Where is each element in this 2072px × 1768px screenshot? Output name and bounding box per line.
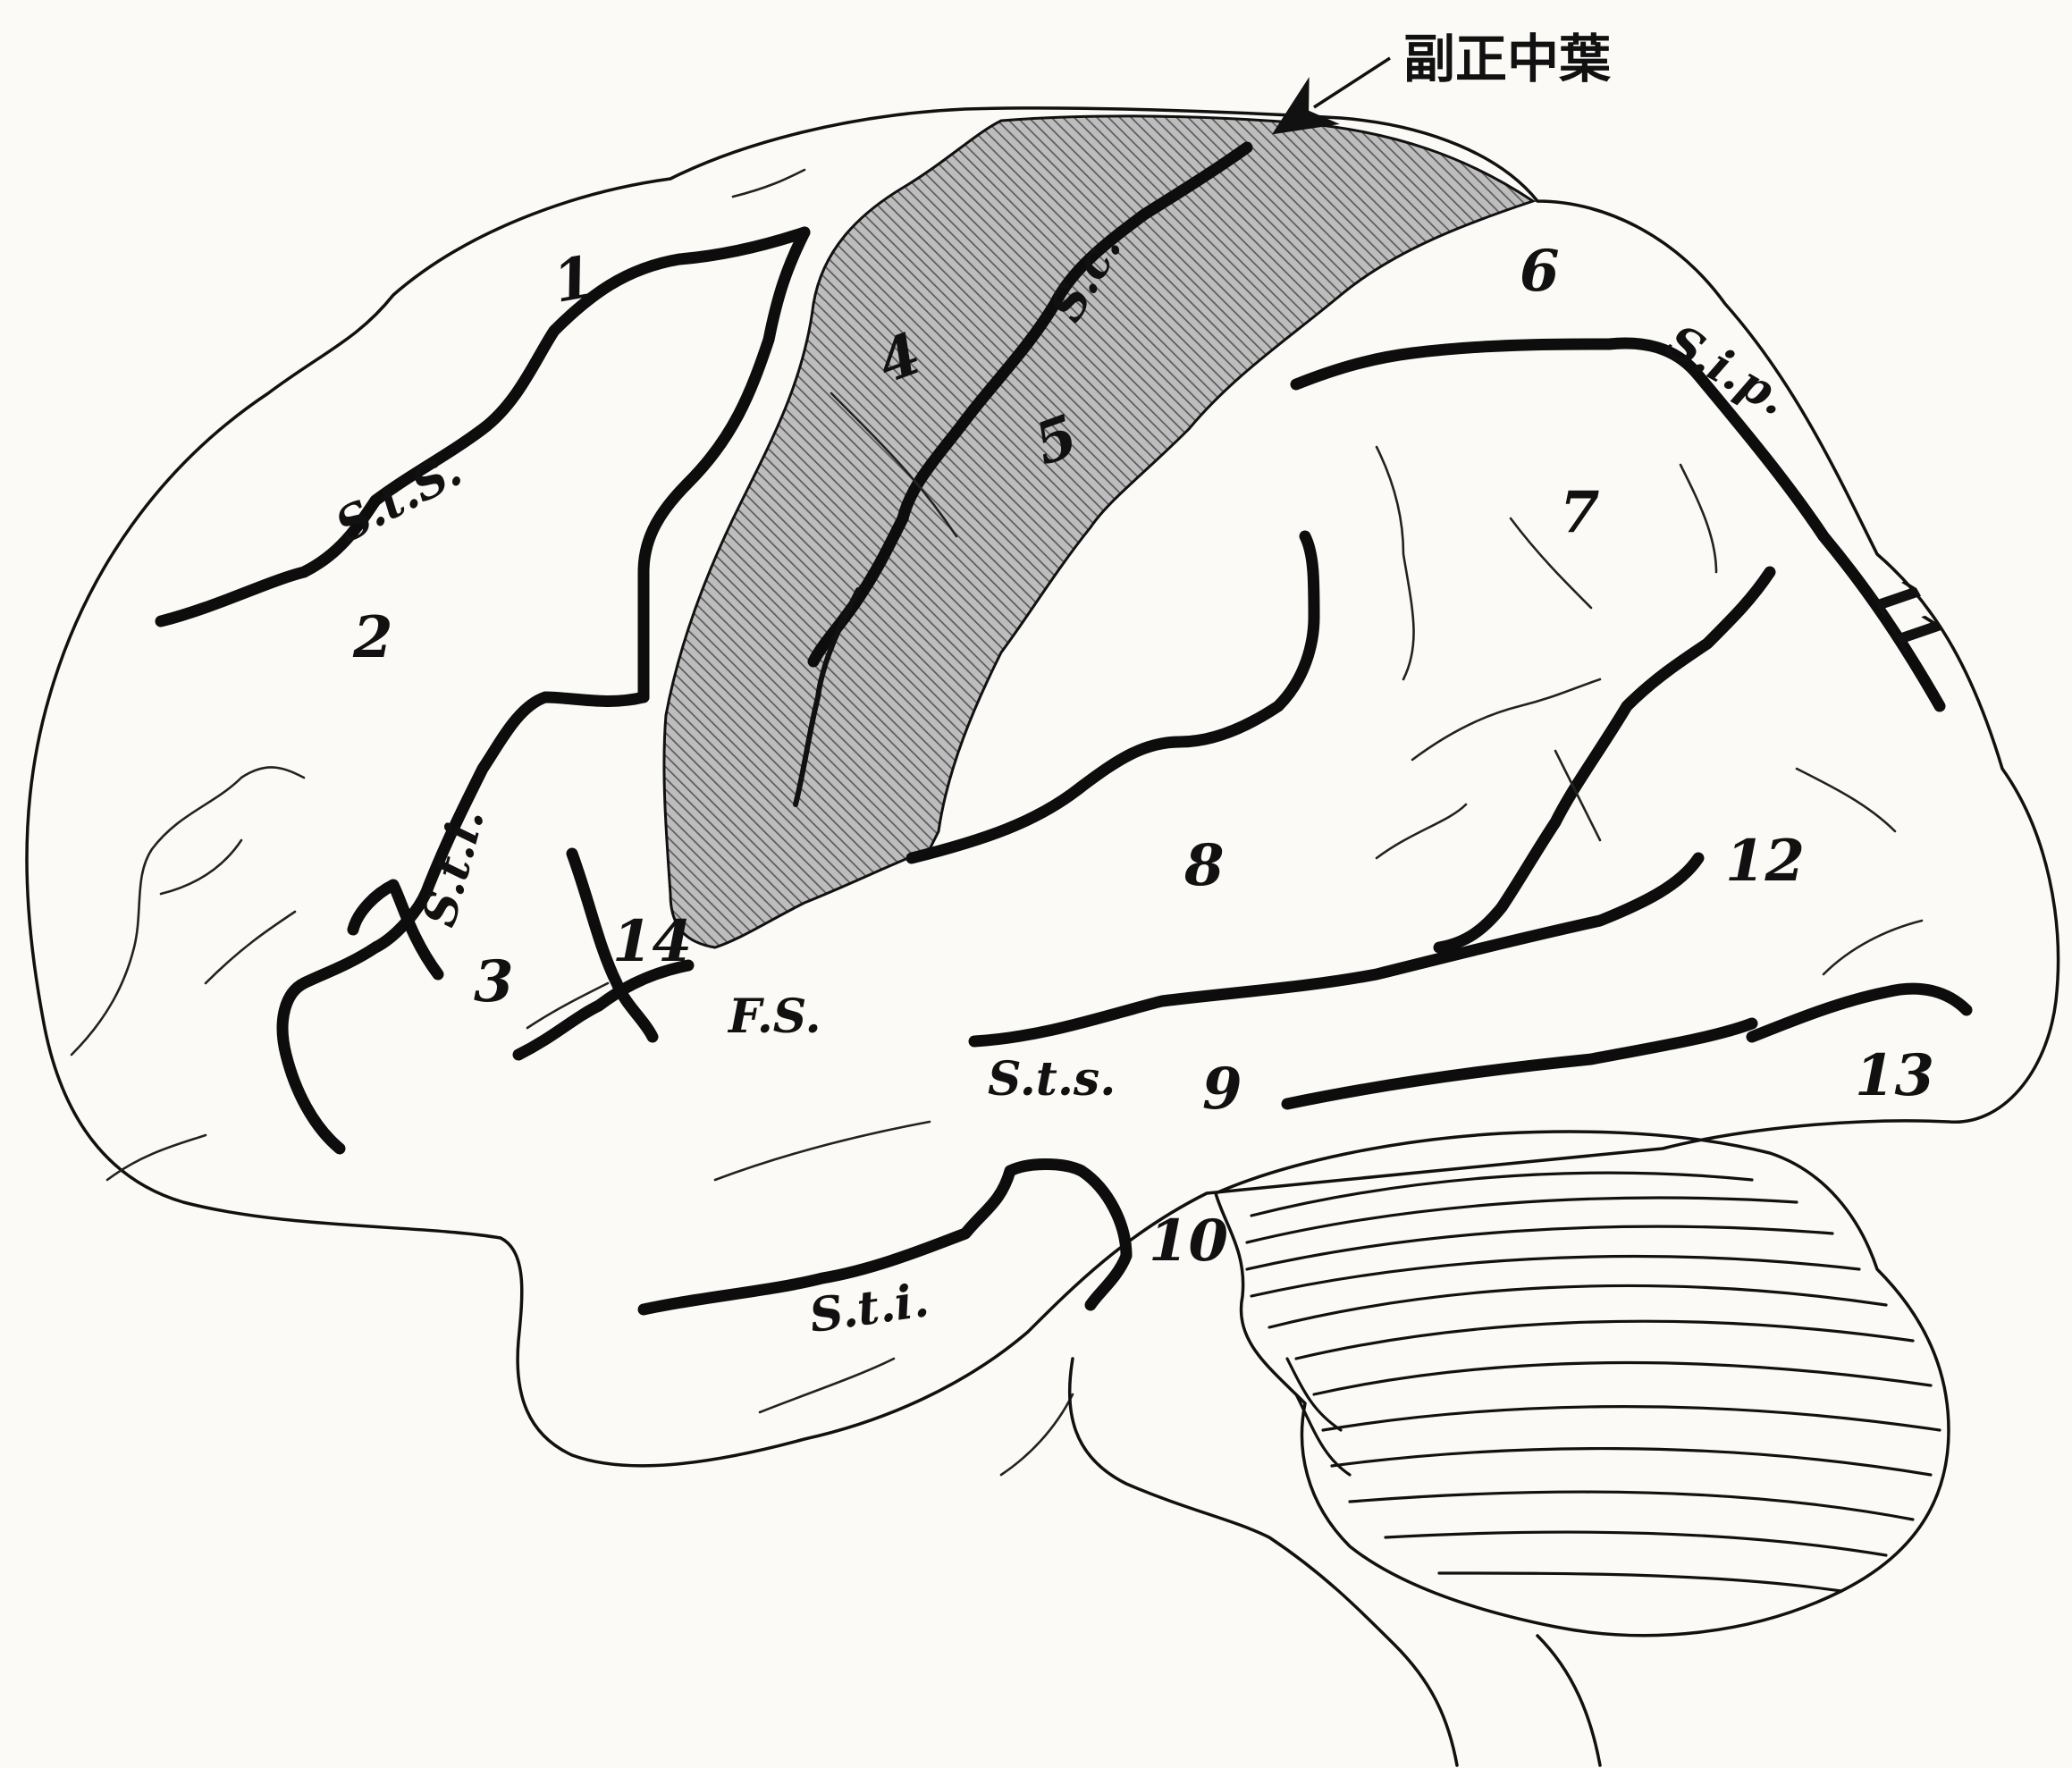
label-fs: F.S. xyxy=(727,989,821,1044)
label-6: 6 xyxy=(1520,238,1560,305)
label-3: 3 xyxy=(474,948,514,1015)
label-14: 14 xyxy=(612,908,692,975)
label-8: 8 xyxy=(1183,832,1225,899)
label-2: 2 xyxy=(352,604,393,671)
label-13: 13 xyxy=(1855,1042,1934,1109)
label-sts-lower: S.t.s. xyxy=(988,1052,1116,1107)
figure-title: 副正中葉 xyxy=(1403,29,1612,89)
label-9: 9 xyxy=(1202,1056,1242,1123)
label-12: 12 xyxy=(1725,828,1805,895)
label-10: 10 xyxy=(1149,1208,1228,1275)
label-7: 7 xyxy=(1560,479,1600,546)
